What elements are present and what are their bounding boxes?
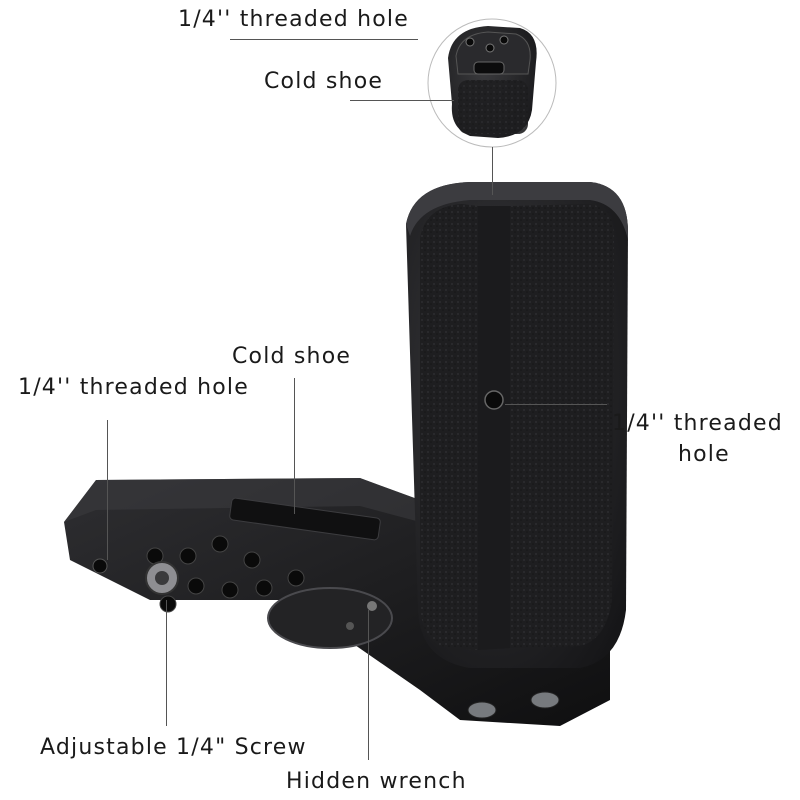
callout-adjustable-screw: Adjustable 1/4" Screw (40, 735, 307, 760)
callout-hidden-wrench: Hidden wrench (286, 769, 467, 794)
inset-detail (427, 18, 557, 148)
callout-left-threaded-hole: 1/4'' threaded hole (18, 375, 249, 400)
leader-left-threaded-hole (107, 420, 108, 560)
leader-adjustable-screw (166, 600, 167, 726)
leader-top-threaded-hole (230, 39, 418, 40)
leader-right-threaded-hole (505, 404, 607, 405)
callout-right-threaded-hole-line2: hole (678, 442, 730, 467)
leader-inset-connector (492, 147, 493, 195)
callout-right-threaded-hole-line1: 1/4'' threaded (612, 411, 783, 436)
callout-left-cold-shoe: Cold shoe (232, 344, 352, 369)
leader-hidden-wrench (368, 610, 369, 760)
callout-top-threaded-hole: 1/4'' threaded hole (178, 7, 409, 32)
grip-handle (406, 182, 628, 668)
callout-top-cold-shoe: Cold shoe (264, 69, 384, 94)
leader-top-cold-shoe (350, 100, 454, 101)
leader-left-cold-shoe (294, 378, 295, 514)
